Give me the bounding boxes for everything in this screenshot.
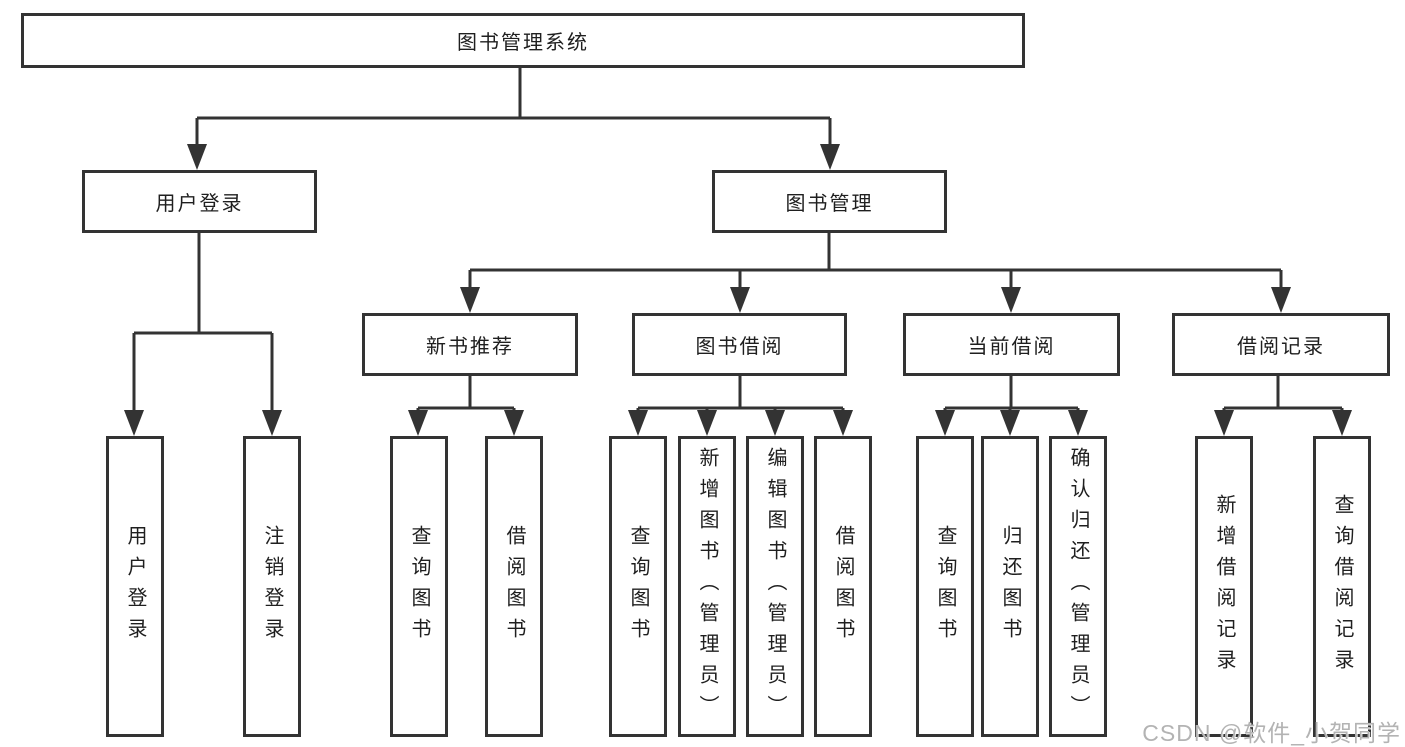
edge-borrow-to-leaves — [636, 376, 845, 412]
leaf-label: 借阅图书 — [503, 524, 525, 649]
leaf-label: 新增图书（管理员） — [696, 447, 718, 726]
arrowhead — [187, 144, 207, 170]
arrowhead — [820, 144, 840, 170]
node-book-management: 图书管理 — [712, 170, 947, 233]
arrowhead — [1001, 287, 1021, 313]
arrowhead — [935, 410, 955, 436]
arrowhead — [628, 410, 648, 436]
edge-root-to-level2 — [195, 68, 832, 146]
leaf-confirm-return-admin: 确认归还（管理员） — [1049, 436, 1107, 737]
leaf-add-borrow-record: 新增借阅记录 — [1195, 436, 1253, 737]
arrowhead — [408, 410, 428, 436]
node-borrow-records: 借阅记录 — [1172, 313, 1390, 376]
leaf-label: 借阅图书 — [832, 524, 854, 649]
node-book-borrow: 图书借阅 — [632, 313, 847, 376]
leaf-label: 查询图书 — [934, 524, 956, 649]
arrowhead — [262, 410, 282, 436]
leaf-label: 查询图书 — [627, 524, 649, 649]
arrowhead — [504, 410, 524, 436]
leaf-query-books-2: 查询图书 — [609, 436, 667, 737]
arrowhead — [1000, 410, 1020, 436]
arrowhead — [730, 287, 750, 313]
leaf-borrow-books-2: 借阅图书 — [814, 436, 872, 737]
arrowhead — [1214, 410, 1234, 436]
arrowhead — [460, 287, 480, 313]
edge-userlogin-to-leaves — [132, 233, 274, 412]
leaf-label: 确认归还（管理员） — [1067, 447, 1089, 726]
leaf-label: 查询图书 — [408, 524, 430, 649]
node-new-book-recommend: 新书推荐 — [362, 313, 578, 376]
node-user-login: 用户登录 — [82, 170, 317, 233]
leaf-add-books-admin: 新增图书（管理员） — [678, 436, 736, 737]
node-current-borrow: 当前借阅 — [903, 313, 1120, 376]
leaf-label: 查询借阅记录 — [1331, 493, 1353, 680]
leaf-query-books-3: 查询图书 — [916, 436, 974, 737]
leaf-query-borrow-record: 查询借阅记录 — [1313, 436, 1371, 737]
arrowhead — [697, 410, 717, 436]
leaf-return-books: 归还图书 — [981, 436, 1039, 737]
arrowhead — [1271, 287, 1291, 313]
leaf-label: 归还图书 — [999, 524, 1021, 649]
leaf-label: 用户登录 — [124, 524, 146, 649]
leaf-label: 新增借阅记录 — [1213, 493, 1235, 680]
arrowhead — [1332, 410, 1352, 436]
edge-records-to-leaves — [1222, 376, 1344, 412]
csdn-watermark: CSDN @软件_小贺同学 — [1142, 720, 1401, 746]
arrowhead — [765, 410, 785, 436]
arrowhead — [1068, 410, 1088, 436]
leaf-label: 注销登录 — [261, 524, 283, 649]
leaf-label: 编辑图书（管理员） — [764, 447, 786, 726]
edge-bookmgmt-to-level3 — [468, 233, 1283, 289]
leaf-borrow-books-1: 借阅图书 — [485, 436, 543, 737]
edge-newbooks-to-leaves — [416, 376, 516, 412]
node-root-system: 图书管理系统 — [21, 13, 1025, 68]
arrowhead — [124, 410, 144, 436]
leaf-user-login: 用户登录 — [106, 436, 164, 737]
edge-current-to-leaves — [943, 376, 1080, 412]
arrowhead — [833, 410, 853, 436]
leaf-logout: 注销登录 — [243, 436, 301, 737]
leaf-edit-books-admin: 编辑图书（管理员） — [746, 436, 804, 737]
leaf-query-books-1: 查询图书 — [390, 436, 448, 737]
